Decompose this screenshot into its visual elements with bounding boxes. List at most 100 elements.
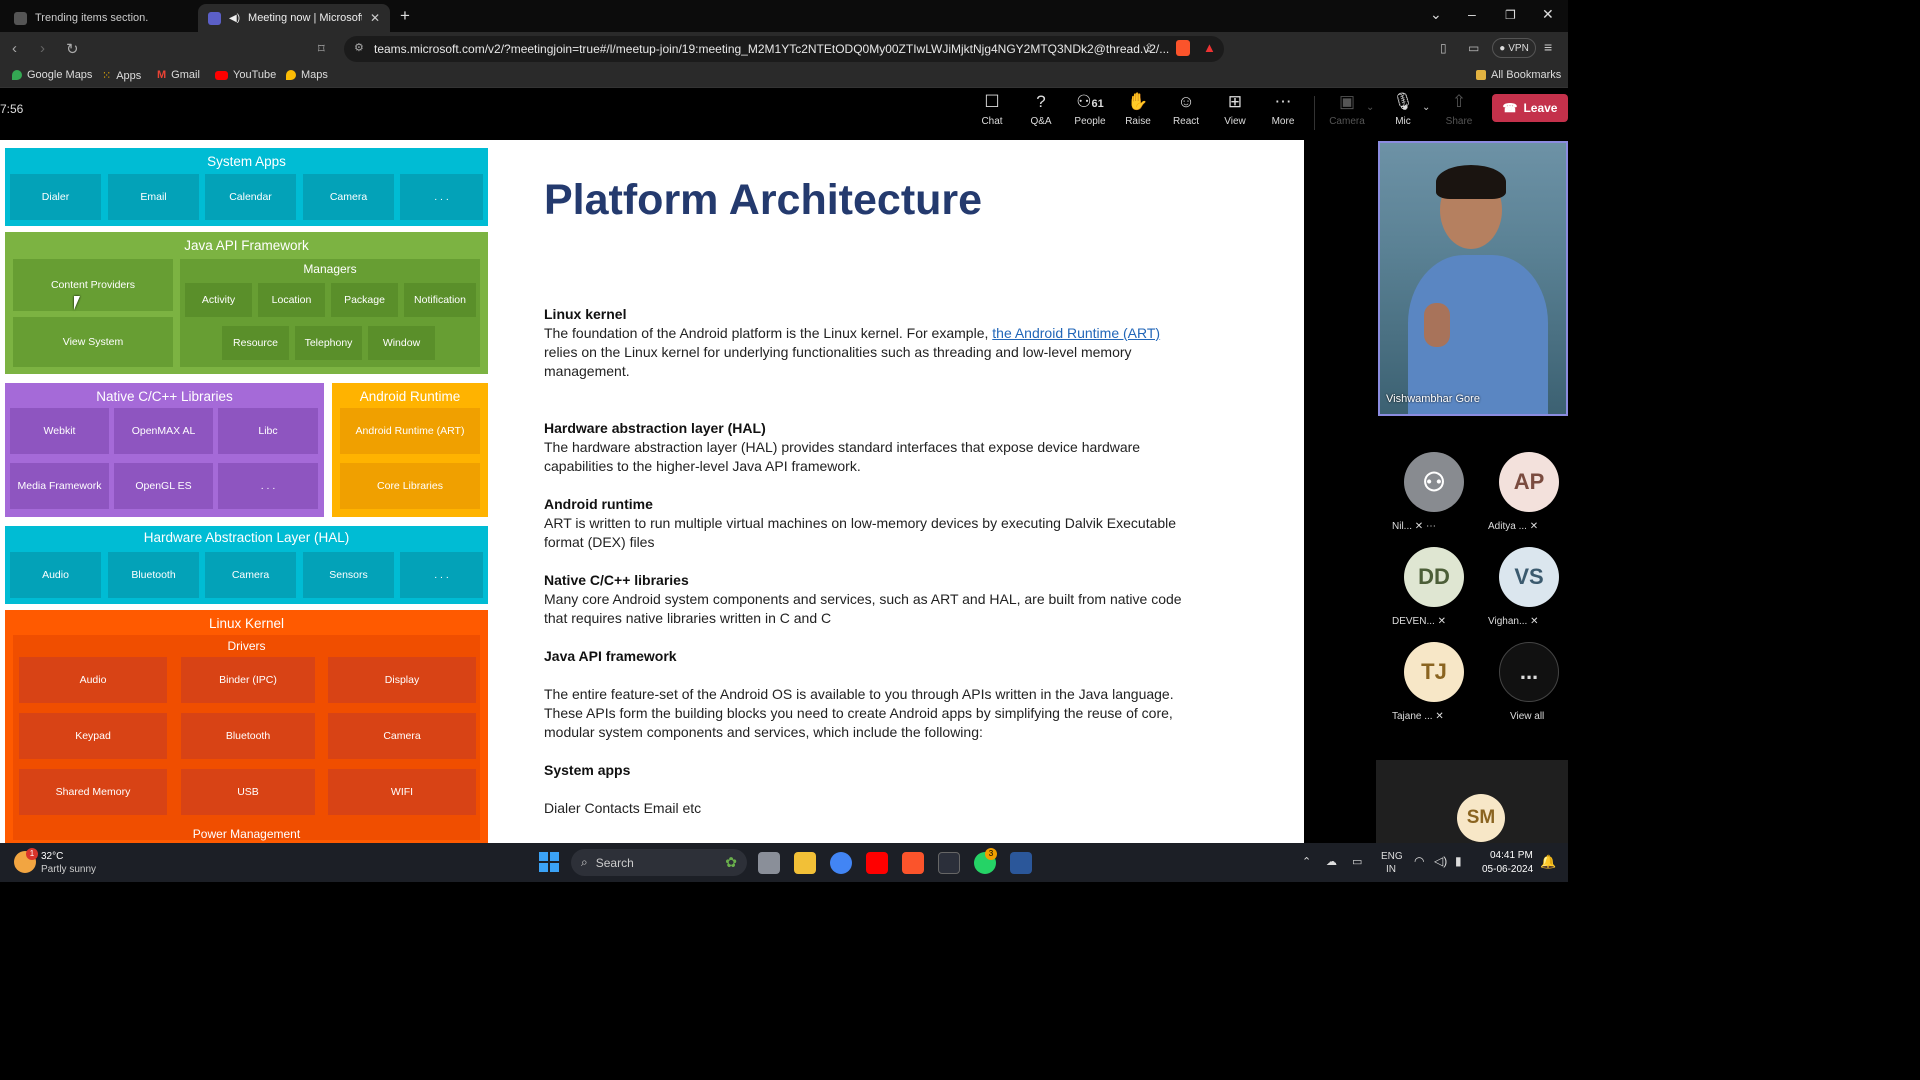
participant-name: Nil... ✕ ⋯	[1392, 521, 1436, 532]
share-button[interactable]: ⇧Share	[1445, 92, 1473, 127]
chrome-icon[interactable]	[830, 852, 852, 874]
android-runtime-link[interactable]: the Android Runtime (ART)	[992, 325, 1161, 341]
weather-desc[interactable]: Partly sunny	[41, 864, 97, 875]
person-icon: ⚇	[1422, 466, 1446, 497]
section-heading: Java API framework	[544, 648, 677, 664]
onedrive-icon[interactable]: ☁	[1326, 856, 1337, 868]
word-icon[interactable]	[1010, 852, 1032, 874]
file-explorer-icon[interactable]	[794, 852, 816, 874]
bookmark-apps[interactable]: ⁙Apps	[102, 69, 142, 83]
self-avatar: SM	[1457, 794, 1505, 842]
section-body: The foundation of the Android platform i…	[544, 325, 1161, 379]
menu-icon[interactable]: ≡	[1544, 39, 1553, 55]
clock-time[interactable]: 04:41 PM	[1490, 850, 1533, 861]
manager-box: Activity	[185, 283, 252, 317]
taskbar-search[interactable]: ⌕Search ✿	[571, 849, 747, 876]
java-api-layer: Java API Framework Content Providers Vie…	[5, 232, 488, 374]
task-view-icon[interactable]	[758, 852, 780, 874]
share-icon: ⇧	[1451, 92, 1467, 111]
vpn-icon: ●	[1499, 42, 1506, 54]
app-box: Camera	[303, 174, 394, 220]
app-box: . . .	[400, 174, 483, 220]
minimize-icon[interactable]: –	[1468, 6, 1476, 22]
bookmark-icon[interactable]: ⌑	[318, 41, 325, 56]
view-button[interactable]: ⊞View	[1224, 92, 1246, 127]
driver-box: Keypad	[19, 713, 167, 759]
app-box: Calendar	[205, 174, 296, 220]
close-tab-icon[interactable]: ✕	[369, 11, 380, 25]
tab-meeting[interactable]: ◀) Meeting now | Microsoft Tea ✕	[198, 4, 390, 32]
chat-button[interactable]: ☐Chat	[981, 92, 1003, 127]
brave-browser-icon[interactable]	[902, 852, 924, 874]
manager-box: Resource	[222, 326, 289, 360]
more-icon[interactable]: ⋯	[1425, 521, 1436, 532]
all-bookmarks[interactable]: All Bookmarks	[1476, 69, 1561, 81]
participant-avatar[interactable]: ⚇	[1404, 452, 1464, 512]
raise-hand-button[interactable]: ✋Raise	[1125, 92, 1151, 127]
react-button[interactable]: ☺React	[1172, 92, 1200, 127]
clock-date[interactable]: 05-06-2024	[1482, 864, 1534, 875]
participant-avatar[interactable]: AP	[1499, 452, 1559, 512]
display-icon[interactable]: ▭	[1352, 856, 1363, 868]
wifi-icon[interactable]: ◠	[1414, 854, 1425, 868]
bookmark-youtube[interactable]: YouTube	[215, 69, 276, 81]
back-icon[interactable]: ‹	[12, 40, 17, 57]
linux-kernel-layer: Linux Kernel Drivers Audio Binder (IPC) …	[5, 610, 488, 843]
brave-rewards-icon[interactable]: ▲	[1203, 40, 1216, 55]
chevron-up-icon[interactable]: ⌃	[1302, 856, 1312, 868]
hal-box: Sensors	[303, 552, 394, 598]
mic-button[interactable]: 🎙Mic	[1392, 92, 1414, 127]
language-label[interactable]: ENG	[1381, 851, 1403, 862]
view-all-button[interactable]: ...	[1499, 642, 1559, 702]
address-bar-row: ‹ › ↻ ⌑ ⚙ teams.microsoft.com/v2/?meetin…	[0, 32, 1568, 66]
bookmark-google-maps[interactable]: Google Maps	[12, 69, 92, 81]
chevron-down-icon[interactable]: ⌄	[1430, 6, 1442, 22]
participant-avatar[interactable]: TJ	[1404, 642, 1464, 702]
self-view-tile[interactable]: SM	[1376, 760, 1568, 843]
mic-options-icon[interactable]: ⌄	[1422, 102, 1431, 113]
region-label[interactable]: IN	[1386, 864, 1396, 875]
hal-section: Hardware abstraction layer (HAL) The har…	[544, 419, 1194, 476]
presenter-video[interactable]: Vishwambhar Gore	[1378, 141, 1568, 416]
section-heading: Linux kernel	[544, 306, 627, 322]
terminal-icon[interactable]	[938, 852, 960, 874]
raise-hand-icon: ✋	[1127, 92, 1149, 111]
site-settings-icon[interactable]: ⚙	[354, 42, 364, 54]
sidebar-icon[interactable]: ▯	[1440, 41, 1447, 55]
participant-name: Vighan... ✕	[1488, 616, 1539, 627]
layer-title: Android Runtime	[359, 389, 461, 404]
manager-box: Location	[258, 283, 325, 317]
wallet-icon[interactable]: ▭	[1468, 41, 1480, 55]
bookmark-maps[interactable]: Maps	[286, 69, 328, 81]
battery-icon[interactable]: ▮	[1455, 854, 1462, 868]
more-button[interactable]: ⋯More	[1271, 92, 1295, 127]
volume-icon[interactable]: ◁)	[1434, 854, 1448, 868]
forward-icon[interactable]: ›	[40, 40, 45, 57]
section-heading: Android runtime	[544, 496, 653, 512]
brave-shield-icon[interactable]	[1176, 40, 1190, 56]
close-window-icon[interactable]: ✕	[1542, 6, 1554, 22]
camera-options-icon[interactable]: ⌄	[1366, 102, 1375, 113]
leave-button[interactable]: ☎Leave	[1492, 94, 1568, 122]
notification-bell-icon[interactable]: 🔔	[1540, 854, 1557, 869]
new-tab-button[interactable]: +	[400, 6, 410, 25]
person-hand	[1424, 303, 1450, 347]
participant-avatar[interactable]: VS	[1499, 547, 1559, 607]
youtube-app-icon[interactable]	[866, 852, 888, 874]
weather-temp[interactable]: 32°C	[41, 851, 64, 862]
start-button[interactable]	[539, 852, 559, 872]
url-field[interactable]: ⚙ teams.microsoft.com/v2/?meetingjoin=tr…	[344, 36, 1224, 62]
reload-icon[interactable]: ↻	[66, 41, 79, 58]
layer-title: Java API Framework	[184, 238, 309, 253]
view-all-label[interactable]: View all	[1510, 711, 1545, 722]
camera-button[interactable]: ▣Camera	[1329, 92, 1365, 127]
restore-icon[interactable]: ❐	[1505, 8, 1516, 22]
qa-button[interactable]: ?Q&A	[1030, 92, 1052, 127]
participant-avatar[interactable]: DD	[1404, 547, 1464, 607]
share-page-icon[interactable]: ⇪	[1144, 41, 1155, 55]
vpn-button[interactable]: ●VPN	[1492, 38, 1536, 58]
library-box: Libc	[218, 408, 318, 454]
tab-trending[interactable]: Trending items section.	[4, 4, 196, 32]
